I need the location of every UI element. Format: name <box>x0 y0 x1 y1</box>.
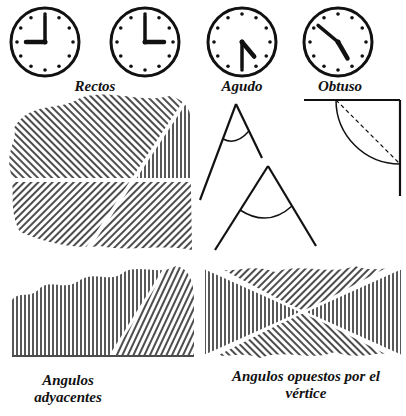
line-gap <box>205 268 401 356</box>
opposite-angles-hatch <box>205 260 401 362</box>
angle-label: Angulos opuestos por el vértice <box>226 368 386 402</box>
angle-label: Obtuso <box>300 78 380 95</box>
hatched-region <box>0 90 200 260</box>
adjacent-angles-hatch <box>0 260 200 355</box>
line-gap <box>205 268 401 356</box>
angle-label: Agudo <box>202 78 282 95</box>
ray-gap <box>110 264 168 357</box>
angle-label: Rectos <box>55 78 135 95</box>
clock-face <box>304 8 372 76</box>
clock-face <box>11 8 79 76</box>
clock-face <box>111 8 179 76</box>
clock-face <box>208 8 276 76</box>
line-gap <box>10 178 196 182</box>
angle-label: Angulos adyacentes <box>12 372 124 406</box>
base-line <box>12 355 194 357</box>
line-gap <box>78 88 194 263</box>
angle-figures <box>200 100 400 250</box>
